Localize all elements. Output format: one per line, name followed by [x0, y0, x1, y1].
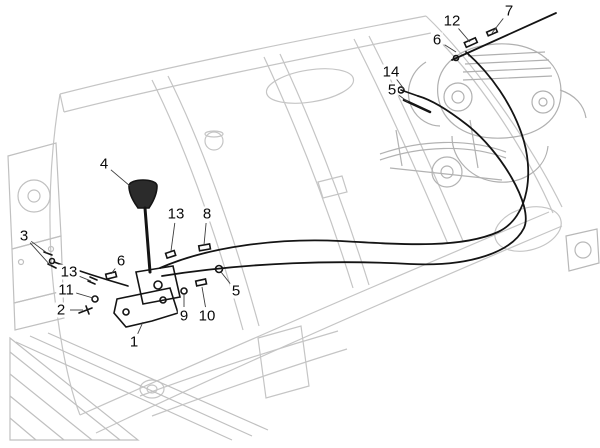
leader-line	[444, 44, 457, 53]
leader-line	[203, 222, 207, 246]
leader-line	[77, 274, 92, 282]
leader-line	[201, 286, 206, 308]
leader-line	[137, 321, 144, 334]
leader-line	[398, 95, 409, 103]
leader-line	[396, 78, 405, 90]
leader-lines	[29, 17, 504, 334]
base-plate	[113, 287, 180, 328]
cable-lower	[161, 95, 527, 277]
leader-line	[29, 242, 52, 267]
rear-axle-assembly	[379, 119, 507, 188]
chassis-frame	[49, 15, 563, 434]
shift-boot	[128, 179, 158, 209]
leader-line	[30, 240, 48, 254]
leader-line	[220, 271, 231, 285]
cable-upper	[159, 51, 530, 269]
leader-line	[170, 222, 176, 252]
adjuster-rod	[451, 12, 557, 61]
leader-line	[110, 169, 131, 187]
leader-line	[491, 17, 504, 34]
gear-linkage-parts	[43, 12, 557, 328]
leader-line	[457, 27, 471, 43]
left-cable	[53, 261, 129, 287]
right-bracket	[565, 228, 600, 272]
leader-line	[74, 292, 94, 299]
shift-lever-rod	[143, 206, 152, 274]
engine-assembly	[407, 43, 587, 183]
leader-line	[110, 267, 116, 275]
